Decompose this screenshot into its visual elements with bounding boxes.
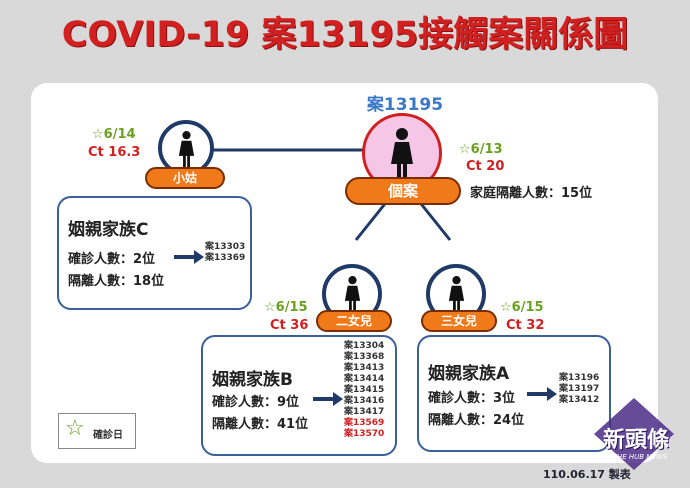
- female-person-icon: [391, 128, 413, 180]
- family-a-isolated: 隔離人數：24位: [428, 413, 525, 428]
- news-logo-text: 新頭條: [602, 428, 669, 453]
- aunt-node-circle: [158, 120, 214, 176]
- right-arrow-icon: [527, 387, 557, 401]
- family-b-case-list: 案13304 案13368 案13413 案13414 案13415 案1341…: [344, 341, 384, 440]
- family-b-title: 姻親家族B: [212, 370, 293, 390]
- aunt-node-label: 小姑: [145, 167, 225, 189]
- daughter2-confirm-date: ☆6/15: [264, 300, 308, 315]
- right-arrow-icon: [174, 250, 204, 264]
- aunt-ct-value: Ct 16.3: [88, 145, 141, 160]
- legend-label: 確診日: [93, 430, 123, 441]
- family-b-box: 姻親家族B 確診人數：9位 隔離人數：41位 案13304 案13368 案13…: [201, 335, 397, 456]
- right-arrow-icon: [313, 392, 343, 406]
- center-isolation-count: 家庭隔離人數：15位: [470, 186, 593, 201]
- center-node-label: 個案: [345, 177, 461, 205]
- daughter3-ct-value: Ct 32: [506, 318, 545, 333]
- family-a-case-list: 案13196 案13197 案13412: [559, 373, 599, 406]
- case-item: 案13196: [559, 373, 600, 383]
- aunt-confirm-date: ☆6/14: [92, 127, 136, 142]
- case-item: 案13416: [344, 396, 385, 406]
- case-item: 案13417: [344, 407, 385, 417]
- family-b-confirmed: 確診人數：9位: [212, 395, 300, 410]
- family-c-confirmed: 確診人數：2位: [68, 252, 156, 267]
- family-c-case-list: 案13303 案13369: [205, 242, 245, 264]
- family-a-title: 姻親家族A: [428, 364, 510, 384]
- news-logo-subtext: THE HUB NEWS: [612, 453, 668, 461]
- star-icon: ☆: [65, 416, 85, 441]
- family-c-box: 姻親家族C 確診人數：2位 隔離人數：18位 案13303 案13369: [57, 196, 252, 310]
- family-c-title: 姻親家族C: [68, 220, 149, 240]
- daughter2-node-label: 二女兒: [316, 310, 392, 332]
- case-item: 案13368: [344, 352, 385, 362]
- case-item: 案13197: [559, 384, 600, 394]
- line-case-to-daughter3: [416, 199, 452, 241]
- family-a-box: 姻親家族A 確診人數：3位 隔離人數：24位 案13196 案13197 案13…: [417, 335, 611, 452]
- page-title: COVID-19 案13195接觸案關係圖: [61, 15, 629, 55]
- case-item: 案13369: [205, 253, 246, 263]
- case-id-label: 案13195: [366, 95, 444, 115]
- center-ct-value: Ct 20: [466, 159, 505, 174]
- family-b-isolated: 隔離人數：41位: [212, 417, 309, 432]
- case-item: 案13414: [344, 374, 385, 384]
- daughter3-confirm-date: ☆6/15: [500, 300, 544, 315]
- female-person-icon: [344, 276, 361, 312]
- line-case-to-daughter2: [354, 199, 390, 241]
- daughter3-node-label: 三女兒: [421, 310, 497, 332]
- case-item: 案13412: [559, 395, 600, 405]
- family-a-confirmed: 確診人數：3位: [428, 391, 516, 406]
- case-item: 案13413: [344, 363, 385, 373]
- center-confirm-date: ☆6/13: [459, 142, 503, 157]
- female-person-icon: [178, 131, 195, 167]
- family-c-isolated: 隔離人數：18位: [68, 274, 165, 289]
- case-item-new: 案13570: [344, 429, 385, 439]
- news-logo: [594, 398, 674, 470]
- case-item: 案13415: [344, 385, 385, 395]
- case-item: 案13304: [344, 341, 385, 351]
- female-person-icon: [448, 276, 465, 312]
- daughter2-ct-value: Ct 36: [270, 318, 309, 333]
- footer-date: 110.06.17 製表: [543, 468, 631, 481]
- legend-box: ☆ 確診日: [58, 413, 136, 449]
- case-item-new: 案13569: [344, 418, 385, 428]
- case-item: 案13303: [205, 242, 246, 252]
